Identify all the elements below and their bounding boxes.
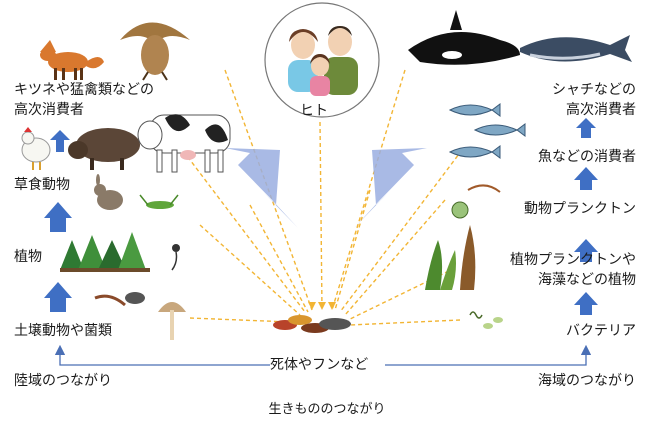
seaweed-icon [425, 225, 476, 290]
human-label: ヒト [300, 103, 328, 119]
hawk-icon [120, 22, 190, 81]
sea-top-consumer-label: シャチなどの 高次消費者 [552, 82, 636, 118]
fish-icon [448, 103, 526, 159]
bacteria-icon [469, 311, 503, 329]
sea-zooplankton-label: 動物プランクトン [524, 201, 636, 217]
centipede-icon [94, 294, 126, 307]
dashed-flow-arrows [174, 69, 463, 326]
decomposition-connector [54, 344, 592, 366]
mushroom-icon [158, 244, 186, 340]
woodlouse-icon [125, 292, 145, 304]
fox-icon [40, 40, 104, 80]
dashed-arrowheads [308, 302, 336, 310]
sea-chain-arrows [574, 118, 598, 315]
land-soil-label: 土壌動物や菌類 [14, 323, 112, 339]
leaf-litter-icon [273, 315, 351, 333]
rabbit-icon [94, 174, 123, 210]
tuna-icon [520, 35, 632, 62]
grasshopper-icon [139, 194, 179, 209]
boar-icon [68, 128, 140, 170]
chicken-icon [21, 127, 51, 170]
plankton-icon [451, 184, 501, 219]
decomposition-label: 死体やフンなど [270, 357, 369, 373]
sea-chain-label: 海域のつながり [538, 373, 636, 389]
sea-bacteria-label: バクテリア [566, 323, 636, 339]
trees-icon [60, 232, 150, 272]
land-herbivores-label: 草食動物 [14, 177, 70, 193]
orca-icon [408, 10, 520, 65]
big-arrow-right [354, 148, 427, 228]
sea-phyto-label: 植物プランクトンや 海藻などの植物 [510, 252, 636, 288]
land-chain-arrows [44, 130, 72, 312]
big-arrow-left [225, 148, 298, 228]
land-chain-label: 陸域のつながり [14, 373, 112, 389]
land-plants-label: 植物 [14, 249, 42, 265]
land-top-consumer-label: キツネや猛禽類などの 高次消費者 [14, 82, 154, 118]
cow-icon [137, 114, 231, 173]
sea-fish-label: 魚などの消費者 [538, 149, 636, 165]
human-family-icon [264, 2, 380, 118]
figure-caption: 生きもののつながり [268, 402, 386, 417]
